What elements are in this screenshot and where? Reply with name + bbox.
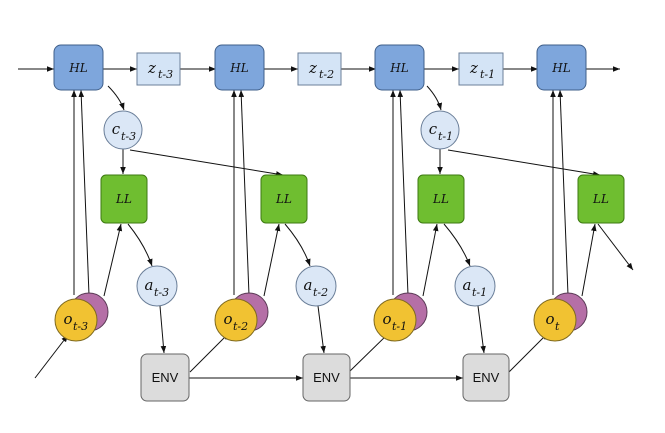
o-node: o t-3 [54, 292, 109, 342]
edge-o2-to-ll2 [263, 223, 281, 297]
z-node: z t-3 [136, 52, 181, 86]
z-base: z [147, 59, 156, 77]
a-base: a [304, 276, 313, 294]
ll-label: LL [275, 192, 292, 206]
hl-node: HL [536, 44, 587, 91]
o-sub: t-2 [233, 320, 248, 333]
edge-input-to-o1 [34, 334, 69, 379]
o-sub: t-3 [73, 320, 88, 333]
z-node: z t-1 [458, 52, 504, 86]
o-node: o t-1 [373, 292, 428, 342]
edge-o2-to-hl2-b [238, 89, 250, 296]
z-sub: t-1 [480, 68, 495, 81]
o-node: o t-2 [214, 292, 269, 342]
env-label: ENV [473, 370, 500, 385]
env-label: ENV [152, 370, 179, 385]
edge-env3-to-o4 [508, 332, 549, 373]
edge-o3-to-hl3-b [397, 89, 409, 296]
z-node: z t-2 [297, 52, 342, 86]
c-sub: t-3 [121, 130, 136, 143]
a-node: a t-3 [136, 265, 178, 307]
ll-node: LL [417, 174, 465, 224]
edge-ll4-out [597, 223, 634, 271]
edge-o1-to-ll1 [103, 223, 123, 297]
edge-env1-to-o2 [189, 332, 230, 373]
o-base: o [63, 310, 72, 328]
a-base: a [463, 276, 472, 294]
o-node: o t [533, 292, 588, 342]
o-sub: t-1 [392, 320, 407, 333]
edge-o4-to-ll4 [581, 223, 597, 297]
o-base: o [382, 310, 391, 328]
hl-node: HL [53, 44, 104, 91]
z-base: z [308, 59, 317, 77]
a-node: a t-1 [454, 265, 496, 307]
hl-label: HL [551, 61, 570, 75]
edge-a1-to-env1 [159, 305, 167, 354]
a-sub: t-1 [472, 286, 487, 299]
env-node: ENV [462, 353, 510, 402]
env-label: ENV [313, 370, 340, 385]
edge-ll3-to-a3 [443, 223, 471, 267]
o-sub: t [555, 320, 560, 333]
edge-o1-to-hl1-b [78, 89, 90, 296]
c-base: c [112, 120, 121, 138]
ll-label: LL [592, 192, 609, 206]
edge-env2-to-o3 [348, 332, 390, 373]
o-base: o [545, 310, 554, 328]
edge-hl1-to-c1 [107, 85, 125, 111]
edge-o4-to-hl4-b [557, 89, 569, 296]
edge-a3-to-env3 [477, 305, 486, 354]
hl-label: HL [229, 61, 248, 75]
c-base: c [429, 120, 438, 138]
z-sub: t-2 [319, 68, 334, 81]
hl-label: HL [389, 61, 408, 75]
c-node: c t-3 [103, 110, 143, 150]
o-base: o [223, 310, 232, 328]
ll-node: LL [577, 174, 625, 224]
hl-node: HL [374, 44, 425, 91]
z-base: z [469, 59, 478, 77]
z-sub: t-3 [158, 68, 173, 81]
a-sub: t-2 [313, 286, 328, 299]
a-base: a [145, 276, 154, 294]
edge-o3-to-ll3 [422, 223, 439, 297]
hl-node: HL [214, 44, 265, 91]
a-node: a t-2 [295, 265, 337, 307]
env-node: ENV [140, 353, 190, 402]
edge-c3-to-ll4 [447, 149, 601, 177]
ll-label: LL [432, 192, 449, 206]
edge-ll2-to-a2 [284, 223, 311, 267]
hl-label: HL [68, 61, 87, 75]
edge-a2-to-env2 [317, 305, 326, 354]
a-sub: t-3 [154, 286, 169, 299]
ll-node: LL [100, 174, 148, 224]
ll-node: LL [260, 174, 308, 224]
c-node: c t-1 [420, 110, 460, 150]
edge-hl3-to-c3 [426, 85, 443, 111]
edge-c1-to-ll2 [129, 149, 284, 177]
ll-label: LL [115, 192, 132, 206]
c-sub: t-1 [438, 130, 453, 143]
edge-ll1-to-a1 [127, 223, 153, 267]
edges [18, 66, 634, 381]
env-node: ENV [302, 353, 351, 402]
